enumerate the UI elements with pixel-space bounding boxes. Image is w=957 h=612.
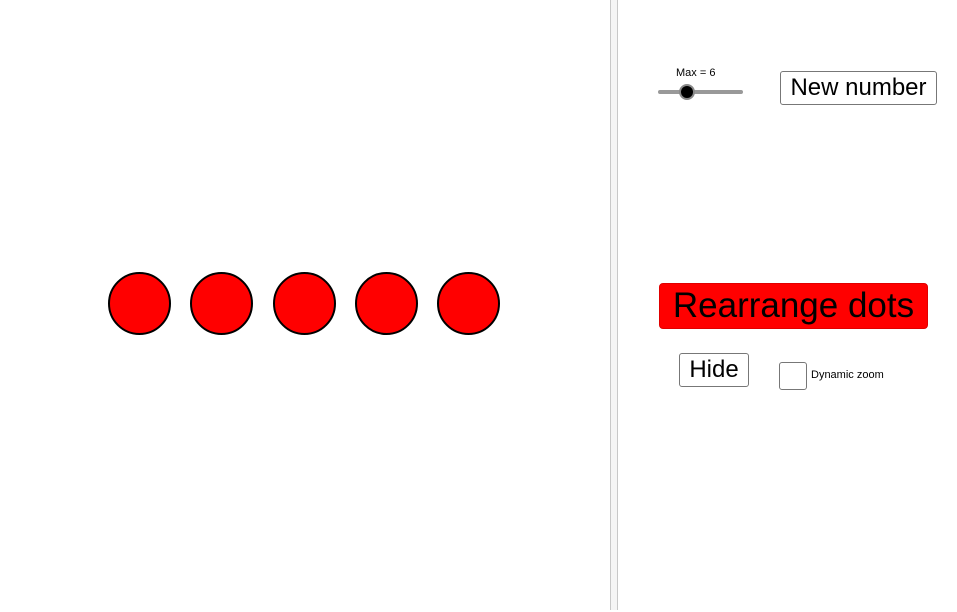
new-number-button[interactable]: New number: [780, 71, 937, 105]
red-dot-5: [437, 272, 500, 335]
rearrange-dots-button[interactable]: Rearrange dots: [659, 283, 928, 329]
view-divider[interactable]: [610, 0, 618, 610]
dynamic-zoom-label: Dynamic zoom: [811, 369, 884, 381]
dynamic-zoom-checkbox[interactable]: [779, 362, 807, 390]
max-slider-track[interactable]: [658, 90, 743, 94]
max-slider-label: Max = 6: [676, 67, 716, 79]
hide-button[interactable]: Hide: [679, 353, 749, 387]
red-dot-4: [355, 272, 418, 335]
red-dot-2: [190, 272, 253, 335]
max-slider-knob[interactable]: [679, 84, 695, 100]
graphics-view[interactable]: [0, 0, 610, 612]
red-dot-1: [108, 272, 171, 335]
red-dot-3: [273, 272, 336, 335]
